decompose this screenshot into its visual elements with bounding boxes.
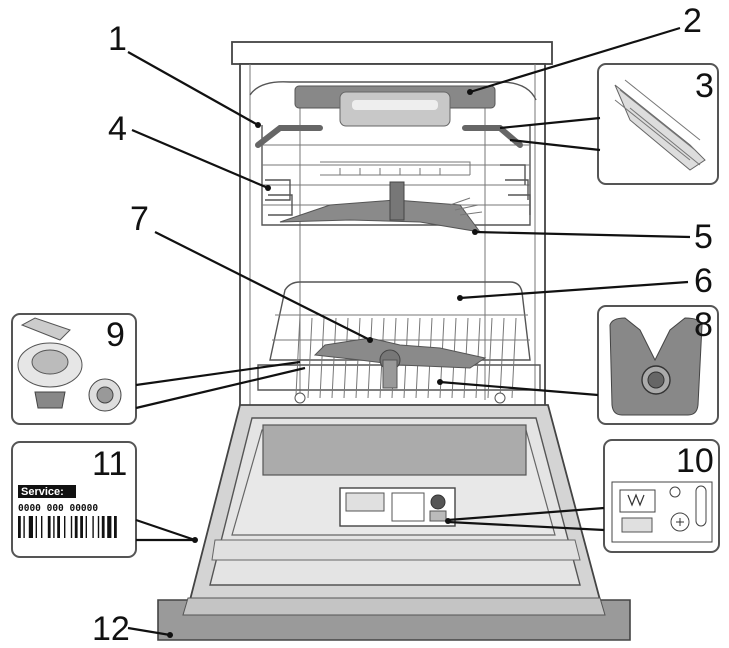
leader-6 [459,280,689,300]
barcode-bar [101,516,105,538]
barcode-bar [114,516,117,538]
leader-lines [127,26,691,638]
barcode-bar [107,516,112,538]
barcode-bar [47,516,51,538]
barcode-bar [28,516,33,538]
inset-filter [597,305,719,425]
barcode-bar [64,516,66,538]
barcode-bar [41,516,43,538]
service-barcode [18,516,117,538]
callout-numbers: 1 2 3 4 5 6 7 8 9 10 11 12 [92,2,714,648]
leader-2 [469,26,681,94]
barcode-bar [92,516,94,538]
barcode-bar [97,516,100,538]
barcode-bar [80,516,83,538]
leader-10b [447,520,605,532]
barcode-bar [53,516,55,538]
leader-4 [131,128,269,190]
inset-dispenser [603,439,720,553]
leader-3b [509,138,601,152]
callout-3: 3 [695,67,714,105]
callout-12: 12 [92,610,130,648]
inset-salt-reservoir [11,313,137,425]
callout-4: 4 [108,110,127,148]
barcode-bar [85,516,87,538]
barcode-bar [35,516,37,538]
leader-9b [135,366,306,410]
dishwasher-door [157,404,631,641]
top-spray-housing [249,81,537,127]
barcode-bar [23,516,25,538]
callout-9: 9 [106,316,125,354]
barcode-bar [74,516,78,538]
service-label-background [18,485,76,498]
leader-3a [499,116,601,130]
inset-cutlery-tray [597,63,719,185]
leader-1 [127,51,259,126]
leader-11a [135,518,196,542]
upper-spray-arm [279,181,483,233]
lower-spray-arm [313,337,487,389]
service-label-title: Service: [21,486,64,498]
callout-10: 10 [676,442,714,480]
callout-5: 5 [694,218,713,256]
inset-service-label: Service: 0000 000 00000 [11,441,137,558]
leader-9a [135,360,301,387]
callout-1: 1 [108,20,127,58]
leader-10a [447,506,605,522]
callout-6: 6 [694,262,713,300]
leader-5 [474,230,691,239]
barcode-bar [18,516,21,538]
leader-8 [439,380,599,397]
leader-7 [154,231,371,341]
barcode-bar [70,516,73,538]
callout-11: 11 [92,445,127,483]
callout-7: 7 [130,200,149,238]
upper-basket [261,125,531,226]
service-label-code: 0000 000 00000 [18,503,98,514]
callout-2: 2 [683,2,702,40]
callout-8: 8 [694,306,713,344]
barcode-bar [57,516,60,538]
leader-12 [127,626,171,637]
